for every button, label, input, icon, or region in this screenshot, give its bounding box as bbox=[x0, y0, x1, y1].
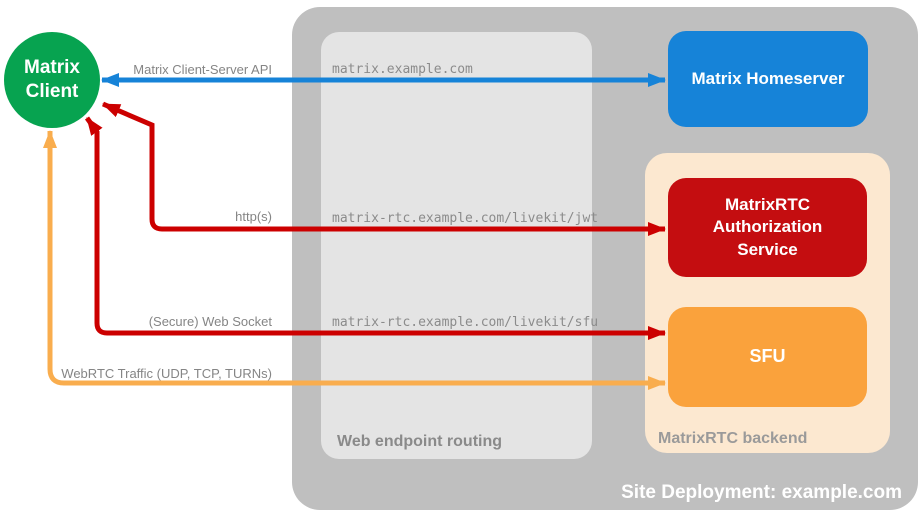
web-endpoint-routing-box: matrix.example.com matrix-rtc.example.co… bbox=[321, 32, 598, 459]
web-endpoint-routing-title: Web endpoint routing bbox=[337, 433, 503, 450]
matrix-client-label: Matrix Client bbox=[24, 57, 80, 102]
endpoint-livekit-jwt: matrix-rtc.example.com/livekit/jwt bbox=[332, 211, 599, 226]
sfu-node: SFU bbox=[668, 307, 867, 407]
matrixrtc-backend-title: MatrixRTC backend bbox=[658, 430, 808, 447]
arrow-label-https: http(s) bbox=[235, 209, 272, 224]
arrow-label-webrtc-traffic: WebRTC Traffic (UDP, TCP, TURNs) bbox=[61, 366, 272, 381]
matrix-homeserver-node: Matrix Homeserver bbox=[668, 31, 868, 127]
matrix-client-node: Matrix Client bbox=[4, 32, 100, 128]
sfu-label: SFU bbox=[749, 346, 786, 367]
endpoint-matrix-example-com: matrix.example.com bbox=[332, 62, 473, 77]
matrixrtc-authorization-service-node: MatrixRTC Authorization Service bbox=[668, 178, 867, 277]
endpoint-livekit-sfu: matrix-rtc.example.com/livekit/sfu bbox=[332, 315, 599, 330]
arrow-label-secure-web-socket: (Secure) Web Socket bbox=[148, 314, 272, 329]
site-deployment-title: Site Deployment: example.com bbox=[621, 482, 902, 503]
matrix-homeserver-label: Matrix Homeserver bbox=[691, 68, 845, 88]
matrixrtc-authorization-service-label: MatrixRTC Authorization Service bbox=[712, 195, 823, 259]
arrow-label-client-server-api: Matrix Client-Server API bbox=[133, 62, 272, 77]
site-deployment-container: matrix.example.com matrix-rtc.example.co… bbox=[292, 7, 918, 510]
